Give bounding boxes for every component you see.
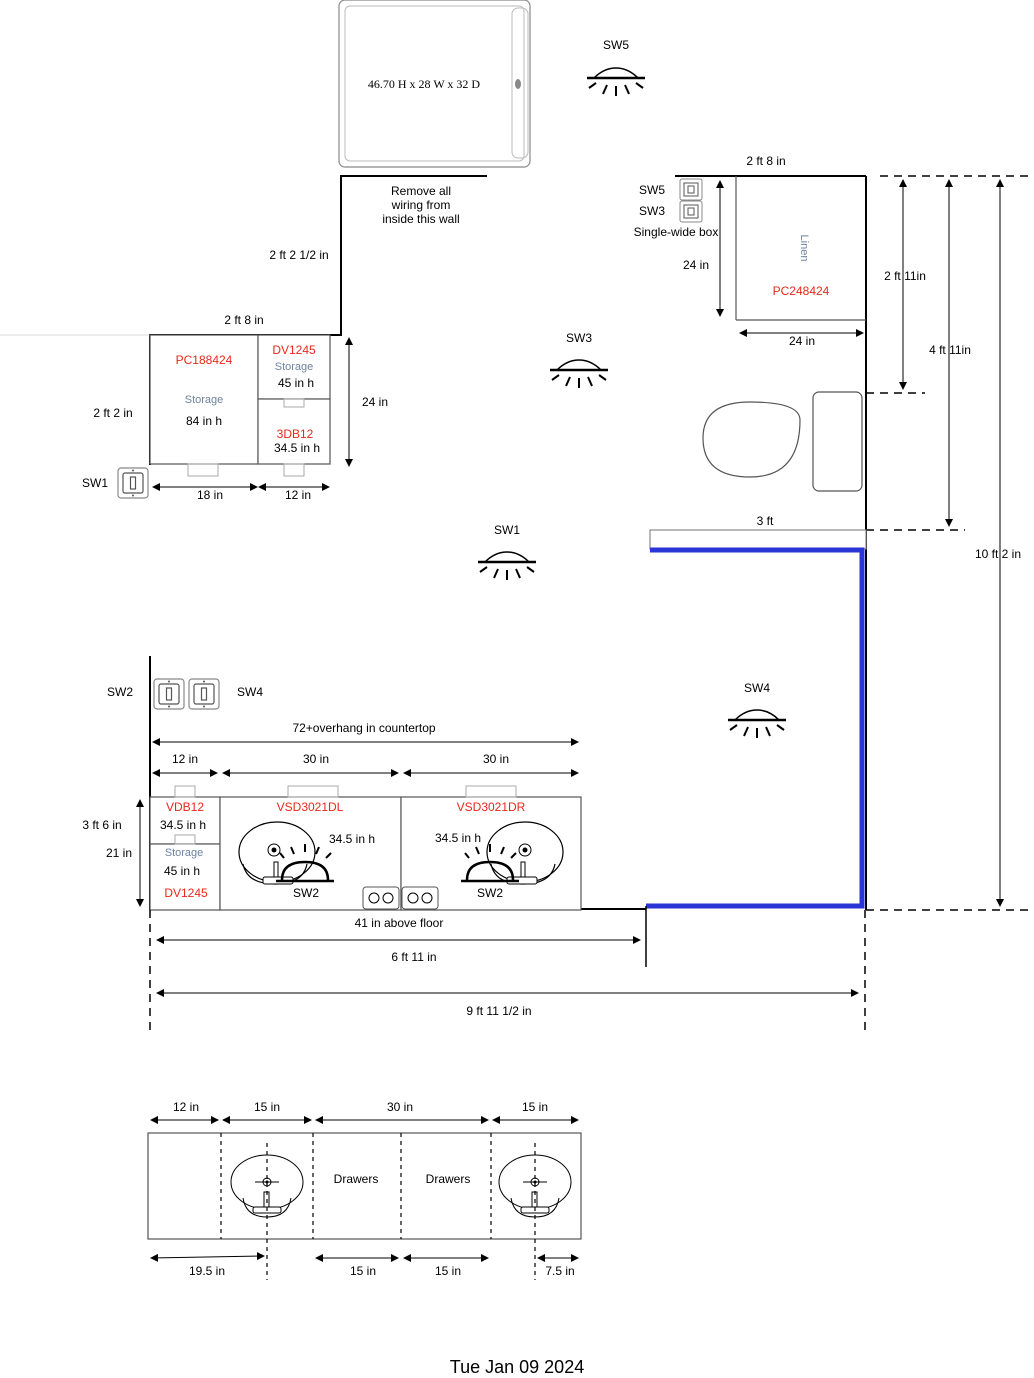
elev-sink-left	[230, 1154, 304, 1218]
dim-2ft11: 2 ft 11in	[884, 269, 926, 283]
dim-10ft2: 10 ft 2 in	[975, 547, 1021, 561]
vdb-height: 34.5 in h	[160, 818, 206, 832]
wall-switch-sw1	[117, 467, 149, 499]
dim-vanity-30b: 30 in	[483, 752, 509, 766]
dim-wall-top: 2 ft 2 1/2 in	[269, 248, 328, 262]
cabinet-vdb12: VDB12	[166, 800, 204, 814]
ceiling-light-sw5: SW5	[585, 38, 647, 98]
vsd-l-height: 34.5 in h	[329, 832, 375, 846]
cabinet-vsd3021dr: VSD3021DR	[457, 800, 526, 814]
dim-4ft11: 4 ft 11in	[929, 343, 971, 357]
linen-cabinet: Linen PC248424	[735, 176, 866, 321]
cabinet-3db12: 3DB12	[277, 427, 314, 441]
vanity-storage-label: Storage	[165, 847, 204, 859]
switch-label-sw1: SW1	[82, 476, 108, 490]
wall-note-3: inside this wall	[382, 212, 459, 226]
cabinet-db-height: 34.5 in h	[274, 441, 320, 455]
single-wide-box-note: Single-wide box	[634, 225, 719, 239]
elev-bottom-dim-4: 7.5 in	[545, 1264, 574, 1278]
dim-left-24: 24 in	[362, 395, 388, 409]
light-label-sw5: SW5	[603, 38, 629, 52]
vsd-r-height: 34.5 in h	[435, 831, 481, 845]
date-stamp: Tue Jan 09 2024	[450, 1357, 584, 1377]
outlet-left	[362, 886, 400, 910]
switch-label-sw2: SW2	[107, 685, 133, 699]
vanity-storage-height: 45 in h	[164, 864, 200, 878]
sink-switch-label-right: SW2	[477, 886, 503, 900]
dim-linen-w: 24 in	[789, 334, 815, 348]
cabinet-height: 84 in h	[186, 414, 222, 428]
linen-label: Linen	[798, 235, 810, 262]
dim-closet-top: 2 ft 8 in	[224, 313, 263, 327]
dim-3ft6: 3 ft 6 in	[82, 818, 121, 832]
elev-bottom-dim-2: 15 in	[350, 1264, 376, 1278]
drawers-right: Drawers	[426, 1172, 471, 1186]
cabinet-dv1245-vanity: DV1245	[164, 886, 208, 900]
dim-left-18: 18 in	[197, 488, 223, 502]
light-label-sw4: SW4	[744, 681, 770, 695]
left-cabinets: PC188424 Storage 84 in h DV1245 Storage …	[149, 334, 331, 477]
elev-top-dim-4: 15 in	[522, 1100, 548, 1114]
dual-switch-box	[679, 178, 703, 223]
switch-label-sw5: SW5	[639, 183, 665, 197]
cabinet-pc188424: PC188424	[176, 353, 233, 367]
cabinet-dv1245: DV1245	[272, 343, 316, 357]
elev-bottom-dim-3: 15 in	[435, 1264, 461, 1278]
dim-linen-h: 24 in	[683, 258, 709, 272]
dim-6ft11: 6 ft 11 in	[391, 950, 436, 964]
light-label-sw3: SW3	[566, 331, 592, 345]
elev-top-dim-1: 12 in	[173, 1100, 199, 1114]
outlet-height-note: 41 in above floor	[355, 916, 444, 930]
elev-top-dim-3: 30 in	[387, 1100, 413, 1114]
elev-bottom-dim-1: 19.5 in	[189, 1264, 225, 1278]
dim-vanity-12: 12 in	[172, 752, 198, 766]
cabinet-dv-storage: Storage	[275, 361, 314, 373]
drawers-left: Drawers	[334, 1172, 379, 1186]
wall-note-1: Remove all	[391, 184, 451, 198]
dim-left-12: 12 in	[285, 488, 311, 502]
ceiling-light-sw1: SW1	[476, 523, 538, 582]
cabinet-pc248424: PC248424	[773, 284, 830, 298]
vanity-light-left: SW2	[276, 844, 334, 900]
sink-switch-label-left: SW2	[293, 886, 319, 900]
ceiling-light-sw3: SW3	[548, 331, 610, 390]
ceiling-light-sw4: SW4	[726, 681, 788, 740]
wall-switch-sw2	[153, 678, 185, 710]
elev-top-dim-2: 15 in	[254, 1100, 280, 1114]
cabinet-dv-height: 45 in h	[278, 376, 314, 390]
dim-depth-left: 2 ft 2 in	[93, 406, 132, 420]
switch-label-sw4: SW4	[237, 685, 263, 699]
wall-switch-sw4	[188, 678, 220, 710]
countertop-note: 72+overhang in countertop	[292, 721, 435, 735]
vanity-light-right: SW2	[461, 844, 519, 900]
shower: 3 ft	[645, 514, 867, 967]
switch-label-sw3: SW3	[639, 204, 665, 218]
cabinet-storage-label: Storage	[185, 394, 224, 406]
dim-21: 21 in	[106, 846, 132, 860]
wall-note-2: wiring from	[391, 198, 451, 212]
dim-vanity-30a: 30 in	[303, 752, 329, 766]
cabinet-vsd3021dl: VSD3021DL	[277, 800, 344, 814]
dim-9ft11: 9 ft 11 1/2 in	[466, 1004, 531, 1018]
light-label-sw1: SW1	[494, 523, 520, 537]
appliance-label: 46.70 H x 28 W x 32 D	[368, 77, 481, 91]
appliance-box: 46.70 H x 28 W x 32 D	[338, 0, 531, 168]
outlet-right	[401, 886, 439, 910]
dim-linen-top: 2 ft 8 in	[746, 154, 785, 168]
dim-shower-3ft: 3 ft	[757, 514, 774, 528]
toilet	[702, 391, 863, 492]
